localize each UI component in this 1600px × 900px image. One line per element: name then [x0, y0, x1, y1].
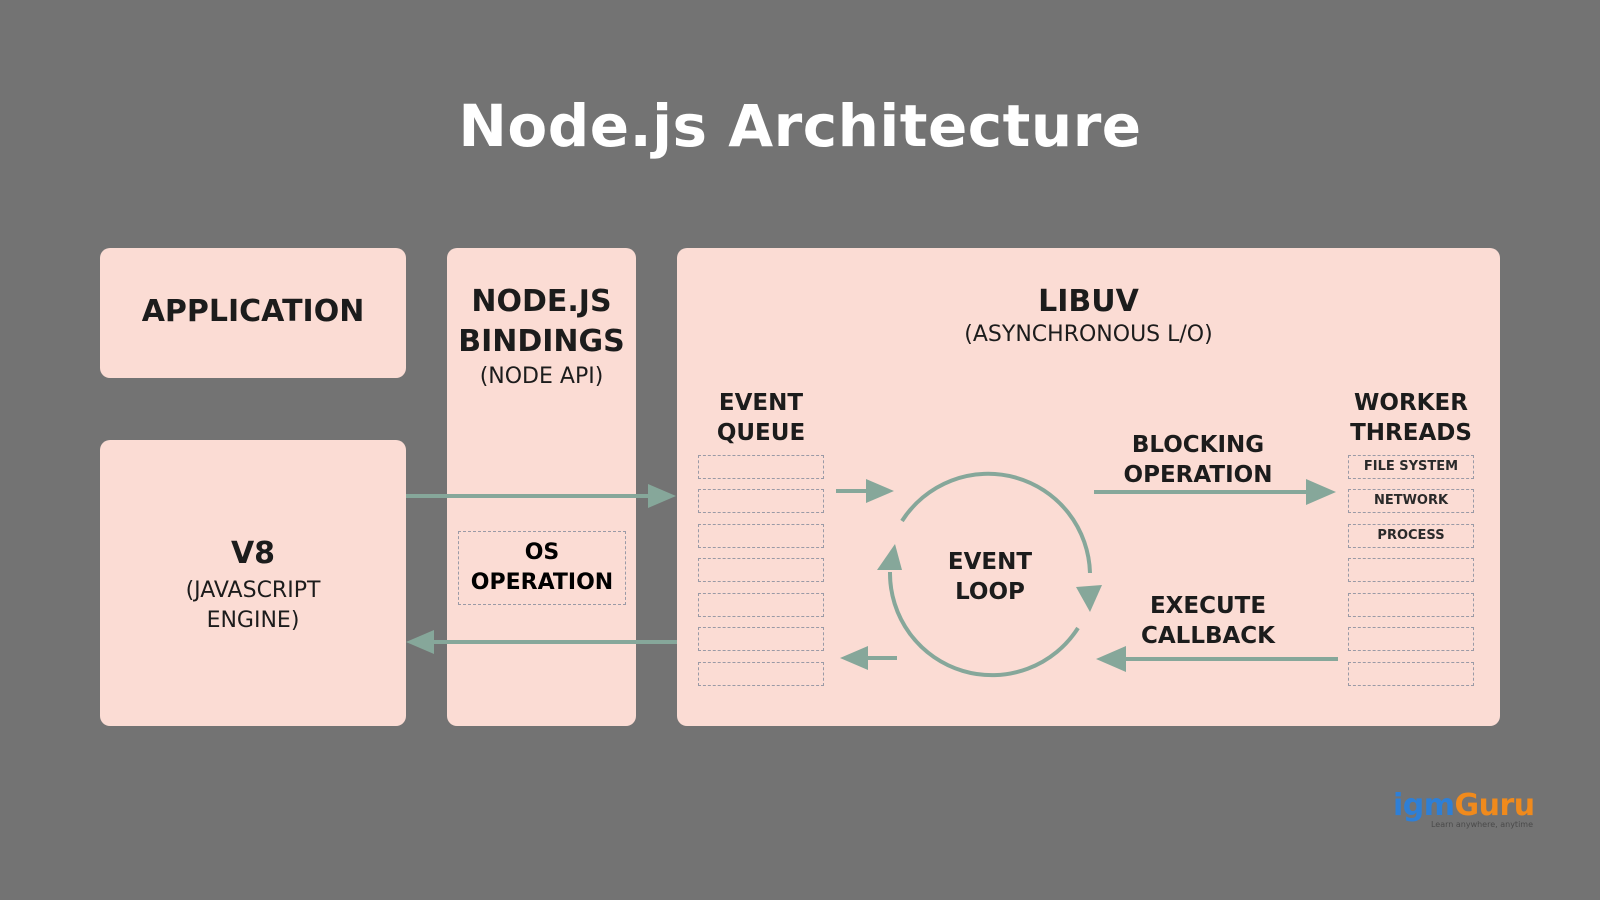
worker-slot-file-system: FILE SYSTEM: [1348, 455, 1474, 479]
os-operation-line1: OS: [524, 540, 560, 565]
worker-slot: [1348, 662, 1474, 686]
logo-part1: igm: [1393, 788, 1455, 823]
bindings-label-line1: NODE.JS: [471, 284, 612, 319]
event-loop-label: EVENT LOOP: [930, 547, 1050, 607]
event-queue-label: EVENT QUEUE: [700, 388, 822, 448]
worker-line2: THREADS: [1350, 420, 1472, 446]
v8-box: V8 (JAVASCRIPT ENGINE): [100, 440, 406, 726]
worker-slot: [1348, 593, 1474, 617]
event-queue-line1: EVENT: [718, 390, 804, 416]
event-queue-slot: [698, 558, 824, 582]
event-queue-slot: [698, 593, 824, 617]
blocking-operation-arrow-head: [1306, 479, 1336, 505]
worker-line1: WORKER: [1354, 390, 1468, 416]
event-queue-slot: [698, 524, 824, 548]
event-loop-arc-top: [900, 471, 1092, 574]
application-label: APPLICATION: [141, 294, 365, 329]
event-queue-slot: [698, 489, 824, 513]
worker-slot: [1348, 558, 1474, 582]
event-queue-slot: [698, 662, 824, 686]
callback-line2: CALLBACK: [1140, 623, 1276, 649]
event-loop-arrow-head-left: [877, 544, 902, 570]
callback-line1: EXECUTE: [1149, 593, 1267, 619]
logo-part2: Guru: [1454, 788, 1536, 823]
event-loop-arrow-head-right: [1076, 585, 1102, 612]
worker-slot-process: PROCESS: [1348, 524, 1474, 548]
event-queue-slot: [698, 627, 824, 651]
nodejs-bindings-box: NODE.JS BINDINGS (NODE API): [447, 248, 636, 726]
worker-slot-network: NETWORK: [1348, 489, 1474, 513]
loop-to-queue-arrow-head: [840, 646, 868, 670]
application-box: APPLICATION: [100, 248, 406, 378]
os-operation-line2: OPERATION: [470, 570, 614, 595]
v8-label: V8: [230, 536, 276, 571]
logo-tagline: Learn anywhere, anytime: [1430, 820, 1533, 829]
blocking-line1: BLOCKING: [1131, 432, 1265, 458]
blocking-operation-label: BLOCKING OPERATION: [1108, 430, 1288, 490]
event-loop-arc-bottom: [887, 571, 1080, 678]
logo-wordmark: igmGuru: [1393, 788, 1536, 823]
execute-callback-arrow-head: [1096, 646, 1126, 672]
libuv-box: LIBUV (ASYNCHRONOUS L/O): [677, 248, 1500, 726]
libuv-to-v8-arrow-head: [406, 630, 434, 654]
worker-slot: [1348, 627, 1474, 651]
worker-threads-label: WORKER THREADS: [1341, 388, 1481, 448]
v8-sub-line1: (JAVASCRIPT: [185, 578, 321, 603]
event-queue-line2: QUEUE: [716, 420, 806, 446]
igmguru-logo: igmGuru Learn anywhere, anytime: [1393, 788, 1536, 830]
queue-to-loop-arrow-head: [866, 479, 894, 503]
page-title: Node.js Architecture: [458, 92, 1142, 160]
blocking-line2: OPERATION: [1123, 462, 1273, 488]
bindings-sub: (NODE API): [479, 364, 604, 389]
os-operation-box: OS OPERATION: [458, 531, 626, 605]
v8-sub-line2: ENGINE): [206, 608, 300, 633]
bindings-label-line2: BINDINGS: [458, 324, 625, 359]
libuv-label: LIBUV: [1038, 284, 1139, 319]
execute-callback-label: EXECUTE CALLBACK: [1118, 591, 1298, 651]
libuv-sub: (ASYNCHRONOUS L/O): [964, 322, 1213, 347]
v8-to-libuv-arrow-head: [648, 484, 676, 508]
event-loop-line1: EVENT: [947, 549, 1033, 575]
event-loop-line2: LOOP: [955, 579, 1025, 605]
event-queue-slot: [698, 455, 824, 479]
